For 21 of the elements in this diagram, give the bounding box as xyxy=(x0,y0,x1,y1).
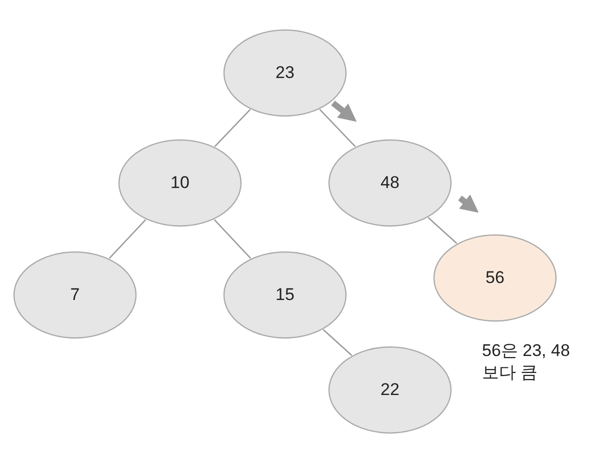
tree-node xyxy=(223,251,347,339)
tree-edge xyxy=(428,217,458,244)
tree-node xyxy=(328,139,452,227)
tree-node xyxy=(13,251,137,339)
tree-edge xyxy=(214,219,252,259)
node-value: 48 xyxy=(380,173,400,193)
node-value: 15 xyxy=(276,285,294,305)
node-value: 23 xyxy=(276,63,294,83)
node-value: 22 xyxy=(380,380,400,400)
tree-node xyxy=(118,139,242,227)
node-value: 10 xyxy=(170,173,190,193)
node-value: 7 xyxy=(70,285,80,305)
tree-node xyxy=(328,346,452,434)
tree-edge xyxy=(108,219,146,259)
note-text: 56은 23, 48 보다 큼 xyxy=(482,340,571,384)
tree-node xyxy=(223,29,347,117)
tree-edge xyxy=(319,108,356,148)
tree-edge xyxy=(214,108,251,148)
tree-node xyxy=(433,234,557,322)
node-value: 56 xyxy=(486,268,504,288)
tree-edge xyxy=(322,329,352,356)
